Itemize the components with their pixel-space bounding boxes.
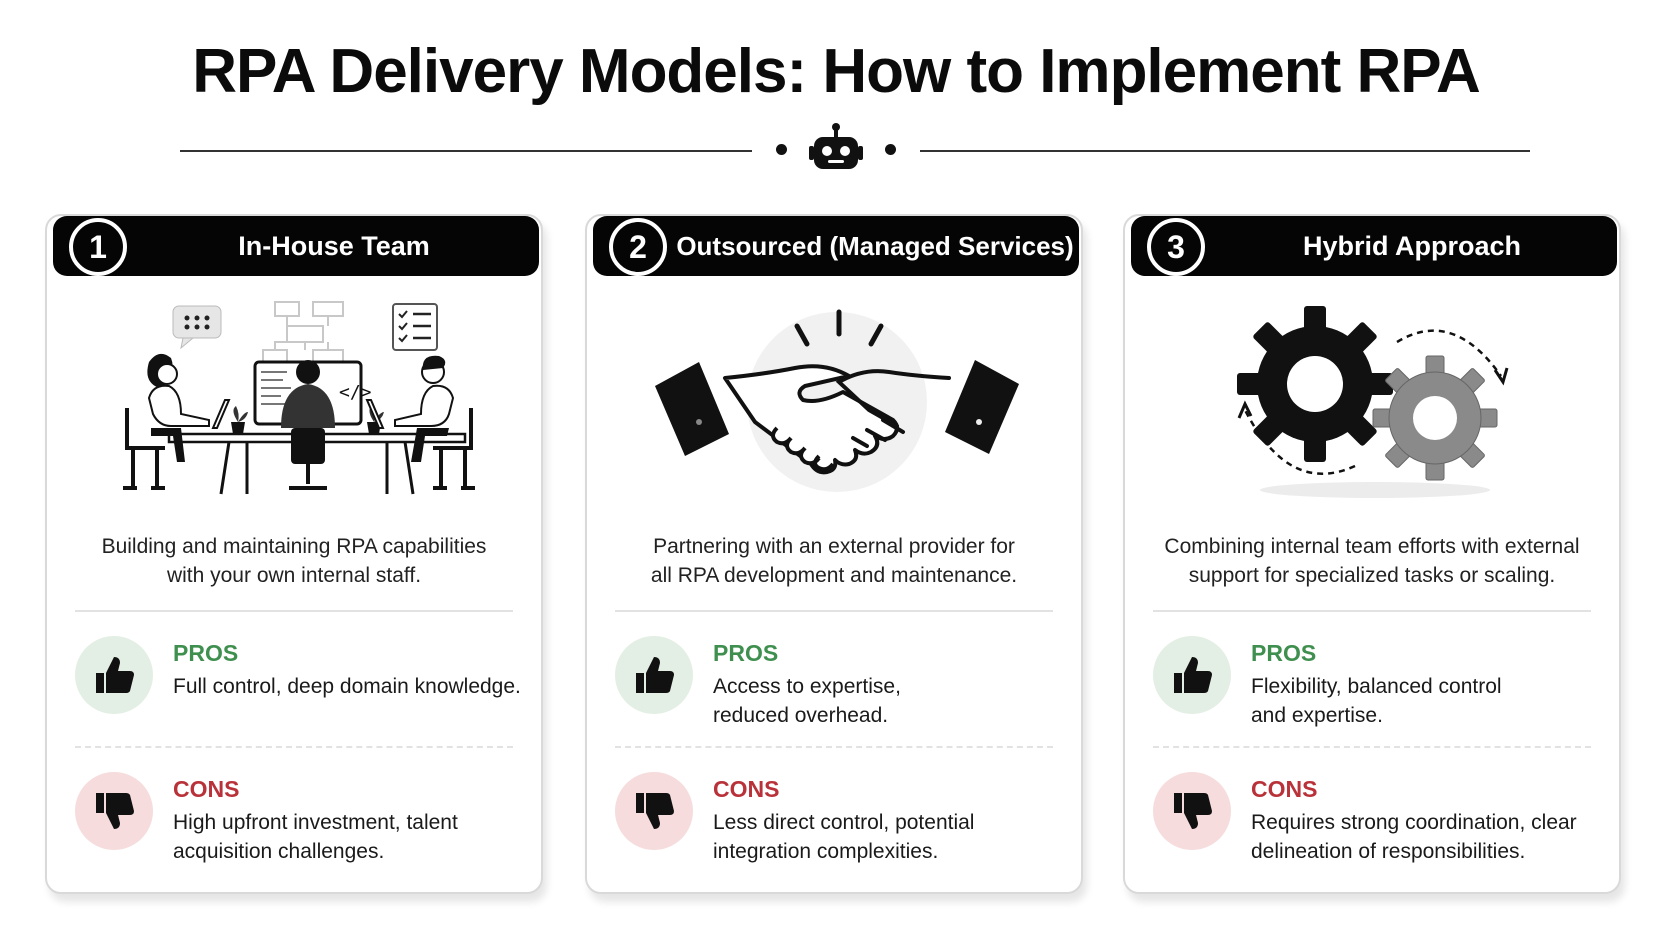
interlocking-gears-illustration: [1237, 306, 1509, 498]
card-description: Combining internal team efforts with ext…: [1145, 532, 1599, 590]
description-line: with your own internal staff.: [166, 564, 422, 587]
thumbs-down-icon: [75, 772, 153, 850]
section-divider: [615, 746, 1053, 748]
card-in-house: 1 In-House Team </>: [45, 214, 543, 894]
pros-text: Full control, deep domain knowledge.: [173, 672, 533, 701]
section-divider: [75, 746, 513, 748]
section-divider: [1153, 610, 1591, 612]
robot-icon: [809, 123, 863, 169]
cons-label: CONS: [713, 776, 780, 802]
gear-icon: [1372, 355, 1498, 481]
pros-label: PROS: [173, 640, 239, 666]
card-header: 1 In-House Team: [53, 216, 539, 276]
pros-label: PROS: [713, 640, 779, 666]
card-header: 2 Outsourced (Managed Services): [593, 216, 1079, 276]
pros-label: PROS: [1251, 640, 1317, 666]
cons-text: Less direct control, potential integrati…: [713, 808, 1073, 866]
cons-line: acquisition challenges.: [173, 840, 385, 863]
description-line: support for specialized tasks or scaling…: [1188, 564, 1556, 587]
cons-line: delineation of responsibilities.: [1251, 840, 1526, 863]
pros-line: and expertise.: [1251, 704, 1383, 727]
description-line: Building and maintaining RPA capabilitie…: [101, 535, 487, 558]
cons-line: integration complexities.: [713, 840, 939, 863]
gear-icon: [1237, 306, 1393, 462]
card-outsourced: 2 Outsourced (Managed Services) Partneri…: [585, 214, 1083, 894]
page-title: RPA Delivery Models: How to Implement RP…: [192, 37, 1481, 106]
pros-text: Flexibility, balanced control and expert…: [1251, 672, 1611, 730]
title-divider-left: [180, 150, 752, 152]
step-number-badge: 3: [1147, 218, 1205, 276]
divider-dot: [885, 144, 896, 155]
title-divider-right: [920, 150, 1530, 152]
handshake-illustration: [655, 309, 1019, 492]
flowchart-icon: [262, 301, 344, 365]
cons-line: Requires strong coordination, clear: [1251, 811, 1577, 834]
cons-line: High upfront investment, talent: [173, 811, 458, 834]
step-number-badge: 2: [609, 218, 667, 276]
card-title: Outsourced (Managed Services): [676, 231, 1074, 261]
thumbs-down-icon: [615, 772, 693, 850]
card-title: In-House Team: [238, 231, 430, 261]
pros-line: Access to expertise,: [713, 675, 901, 698]
card-hybrid: 3 Hybrid Approach: [1123, 214, 1621, 894]
cons-text: Requires strong coordination, clear deli…: [1251, 808, 1611, 866]
svg-text:</>: </>: [339, 382, 372, 403]
checklist-icon: [392, 303, 438, 351]
cons-text: High upfront investment, talent acquisit…: [173, 808, 533, 866]
card-header: 3 Hybrid Approach: [1131, 216, 1617, 276]
description-line: all RPA development and maintenance.: [650, 564, 1018, 587]
card-description: Building and maintaining RPA capabilitie…: [67, 532, 521, 590]
cons-label: CONS: [173, 776, 240, 802]
section-divider: [75, 610, 513, 612]
divider-dot: [776, 144, 787, 155]
chat-bubble-icon: [172, 305, 222, 350]
team-at-desk-illustration: </>: [123, 301, 475, 495]
step-number-badge: 1: [69, 218, 127, 276]
cons-line: Less direct control, potential: [713, 811, 975, 834]
thumbs-up-icon: [1153, 636, 1231, 714]
description-line: Combining internal team efforts with ext…: [1164, 535, 1580, 558]
section-divider: [1153, 746, 1591, 748]
thumbs-down-icon: [1153, 772, 1231, 850]
card-title: Hybrid Approach: [1302, 231, 1522, 261]
cons-label: CONS: [1251, 776, 1318, 802]
thumbs-up-icon: [75, 636, 153, 714]
pros-line: reduced overhead.: [713, 704, 889, 727]
pros-line: Full control, deep domain knowledge.: [173, 675, 521, 698]
card-description: Partnering with an external provider for…: [607, 532, 1061, 590]
pros-text: Access to expertise, reduced overhead.: [713, 672, 1073, 730]
description-line: Partnering with an external provider for: [653, 535, 1015, 558]
thumbs-up-icon: [615, 636, 693, 714]
section-divider: [615, 610, 1053, 612]
pros-line: Flexibility, balanced control: [1251, 675, 1502, 698]
